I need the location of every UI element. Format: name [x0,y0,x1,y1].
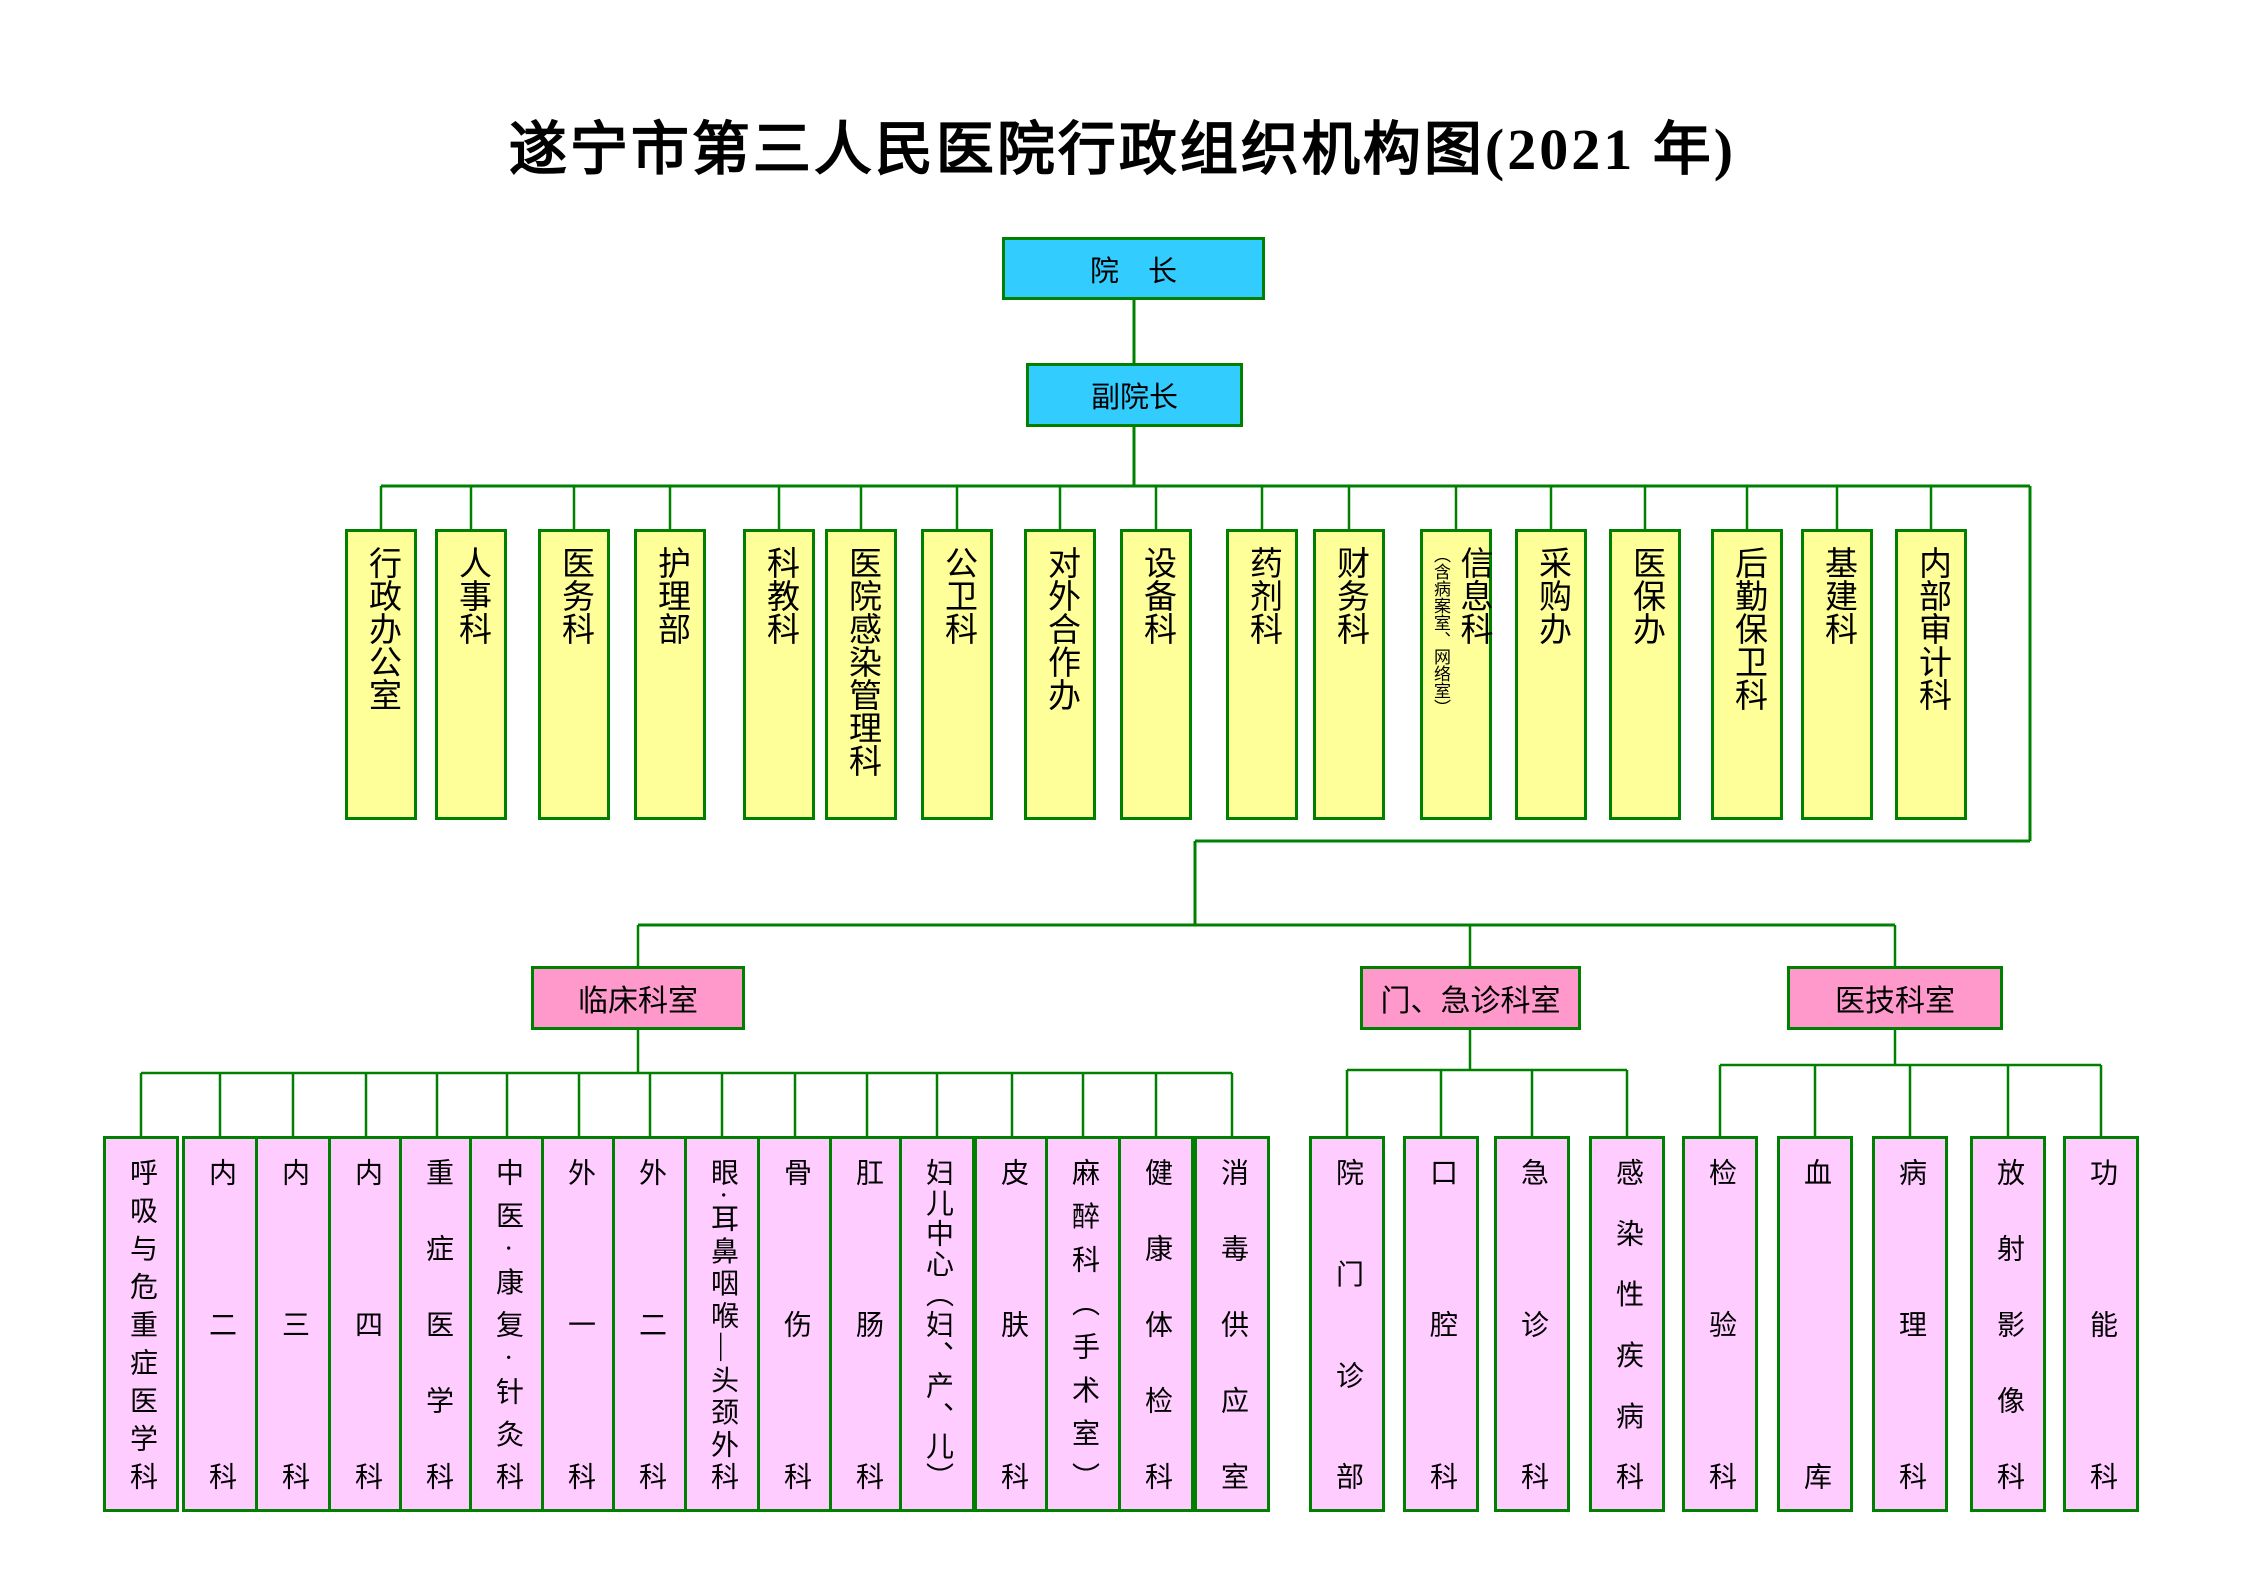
medtech-dept-box: 病理科 [1872,1136,1948,1512]
admin-dept-box: 财务科 [1313,529,1385,820]
medtech-dept-box-label: 放射影像科 [1993,1158,2024,1490]
outpatient-emergency-dept-box: 院门诊部 [1309,1136,1385,1512]
clinical-dept-box-label: 健康体检科 [1141,1158,1172,1490]
outpatient-emergency-dept-box-label: 院门诊部 [1332,1158,1363,1490]
admin-dept-box-label: 采购办 [1533,546,1570,645]
admin-dept-box: 采购办 [1515,529,1587,820]
admin-dept-box: 人事科 [435,529,507,820]
clinical-dept-box: 内四科 [328,1136,404,1512]
outpatient-emergency-dept-box: 口腔科 [1403,1136,1479,1512]
clinical-dept-box-label: 皮肤科 [997,1158,1028,1490]
medtech-dept-box-label: 检验科 [1705,1158,1736,1490]
clinical-dept-box: 内二科 [182,1136,258,1512]
admin-dept-box-label: 对外合作办 [1042,546,1079,711]
medtech-dept-box: 放射影像科 [1970,1136,2046,1512]
node-president: 院 长 [1002,237,1265,300]
admin-dept-box: 科教科 [743,529,815,820]
clinical-dept-box-label: 中医·康复·针灸科 [492,1158,523,1490]
clinical-dept-box: 妇儿中心（妇、产、儿） [899,1136,975,1512]
outpatient-emergency-dept-box-label: 感染性疾病科 [1612,1158,1643,1490]
admin-dept-box-label: 行政办公室 [363,546,400,711]
clinical-dept-box: 重症医学科 [399,1136,475,1512]
medtech-dept-box-label: 病理科 [1895,1158,1926,1490]
clinical-dept-box-label: 肛肠科 [852,1158,883,1490]
clinical-dept-box: 麻醉科（手术室） [1045,1136,1121,1512]
group-header-label: 门、急诊科室 [1380,985,1561,1018]
admin-dept-box-label: 科教科 [761,546,798,645]
group-header-medtech: 医技科室 [1787,966,2003,1030]
vice-president-label: 副院长 [1090,382,1178,414]
clinical-dept-box: 中医·康复·针灸科 [469,1136,545,1512]
clinical-dept-box-label: 呼吸与危重症医学科 [126,1158,157,1490]
admin-dept-box-label: 设备科 [1138,546,1175,645]
admin-dept-box: 医院感染管理科 [825,529,897,820]
group-header-outpatient-emergency: 门、急诊科室 [1360,966,1581,1030]
clinical-dept-box: 皮肤科 [974,1136,1050,1512]
admin-dept-box: 药剂科 [1226,529,1298,820]
outpatient-emergency-dept-box: 感染性疾病科 [1589,1136,1665,1512]
admin-dept-box: 医保办 [1609,529,1681,820]
admin-dept-box-label: 护理部 [652,546,689,645]
clinical-dept-box-label: 内四科 [351,1158,382,1490]
admin-dept-box-label: 药剂科 [1244,546,1281,645]
clinical-dept-box-label: 内三科 [278,1158,309,1490]
node-vice-president: 副院长 [1026,363,1243,427]
admin-dept-box: 内部审计科 [1895,529,1967,820]
admin-dept-box-label: 公卫科 [939,546,976,645]
admin-dept-box-label: 人事科 [453,546,490,645]
clinical-dept-box-label: 麻醉科（手术室） [1068,1158,1099,1490]
medtech-dept-box-label: 功能科 [2086,1158,2117,1490]
admin-dept-box: 后勤保卫科 [1711,529,1783,820]
clinical-dept-box: 消毒供应室 [1194,1136,1270,1512]
admin-dept-box: 设备科 [1120,529,1192,820]
clinical-dept-box-label: 消毒供应室 [1217,1158,1248,1490]
admin-dept-box-label: 医务科 [556,546,593,645]
admin-dept-box-label: 信息科（含病案室、网络室） [1431,546,1491,716]
admin-dept-box-label: 内部审计科 [1913,546,1950,711]
clinical-dept-box-label: 外二科 [635,1158,666,1490]
outpatient-emergency-dept-box-label: 口腔科 [1426,1158,1457,1490]
group-header-clinical: 临床科室 [531,966,745,1030]
medtech-dept-box: 检验科 [1682,1136,1758,1512]
admin-dept-box-label: 医院感染管理科 [843,546,880,777]
clinical-dept-box: 健康体检科 [1118,1136,1194,1512]
outpatient-emergency-dept-box: 急诊科 [1494,1136,1570,1512]
clinical-dept-box-label: 重症医学科 [422,1158,453,1490]
group-header-label: 医技科室 [1835,985,1955,1018]
group-header-label: 临床科室 [578,985,698,1018]
clinical-dept-box-label: 骨伤科 [780,1158,811,1490]
clinical-dept-box-label: 外一科 [564,1158,595,1490]
admin-dept-box: 基建科 [1801,529,1873,820]
clinical-dept-box-label: 眼·耳鼻咽喉—头颈外科 [707,1158,738,1490]
clinical-dept-box: 外二科 [612,1136,688,1512]
admin-dept-box-label: 医保办 [1627,546,1664,645]
admin-dept-note: （含病案室、网络室） [1431,546,1450,716]
medtech-dept-box: 功能科 [2063,1136,2139,1512]
clinical-dept-box: 内三科 [255,1136,331,1512]
clinical-dept-box: 骨伤科 [757,1136,833,1512]
clinical-dept-box: 眼·耳鼻咽喉—头颈外科 [684,1136,760,1512]
admin-dept-box: 对外合作办 [1024,529,1096,820]
admin-dept-box: 护理部 [634,529,706,820]
clinical-dept-box: 呼吸与危重症医学科 [103,1136,179,1512]
admin-dept-box: 信息科（含病案室、网络室） [1420,529,1492,820]
clinical-dept-box-label: 妇儿中心（妇、产、儿） [922,1158,953,1490]
admin-dept-box: 行政办公室 [345,529,417,820]
page-title: 遂宁市第三人民医院行政组织机构图(2021 年) [508,117,1737,182]
admin-dept-box: 公卫科 [921,529,993,820]
medtech-dept-box-label: 血库 [1800,1158,1831,1490]
admin-dept-box-label: 后勤保卫科 [1729,546,1766,711]
medtech-dept-box: 血库 [1777,1136,1853,1512]
clinical-dept-box-label: 内二科 [205,1158,236,1490]
president-label: 院 长 [1089,255,1177,288]
outpatient-emergency-dept-box-label: 急诊科 [1517,1158,1548,1490]
admin-dept-box: 医务科 [538,529,610,820]
clinical-dept-box: 肛肠科 [829,1136,905,1512]
admin-dept-box-label: 财务科 [1331,546,1368,645]
clinical-dept-box: 外一科 [541,1136,617,1512]
admin-dept-box-label: 基建科 [1819,546,1856,645]
